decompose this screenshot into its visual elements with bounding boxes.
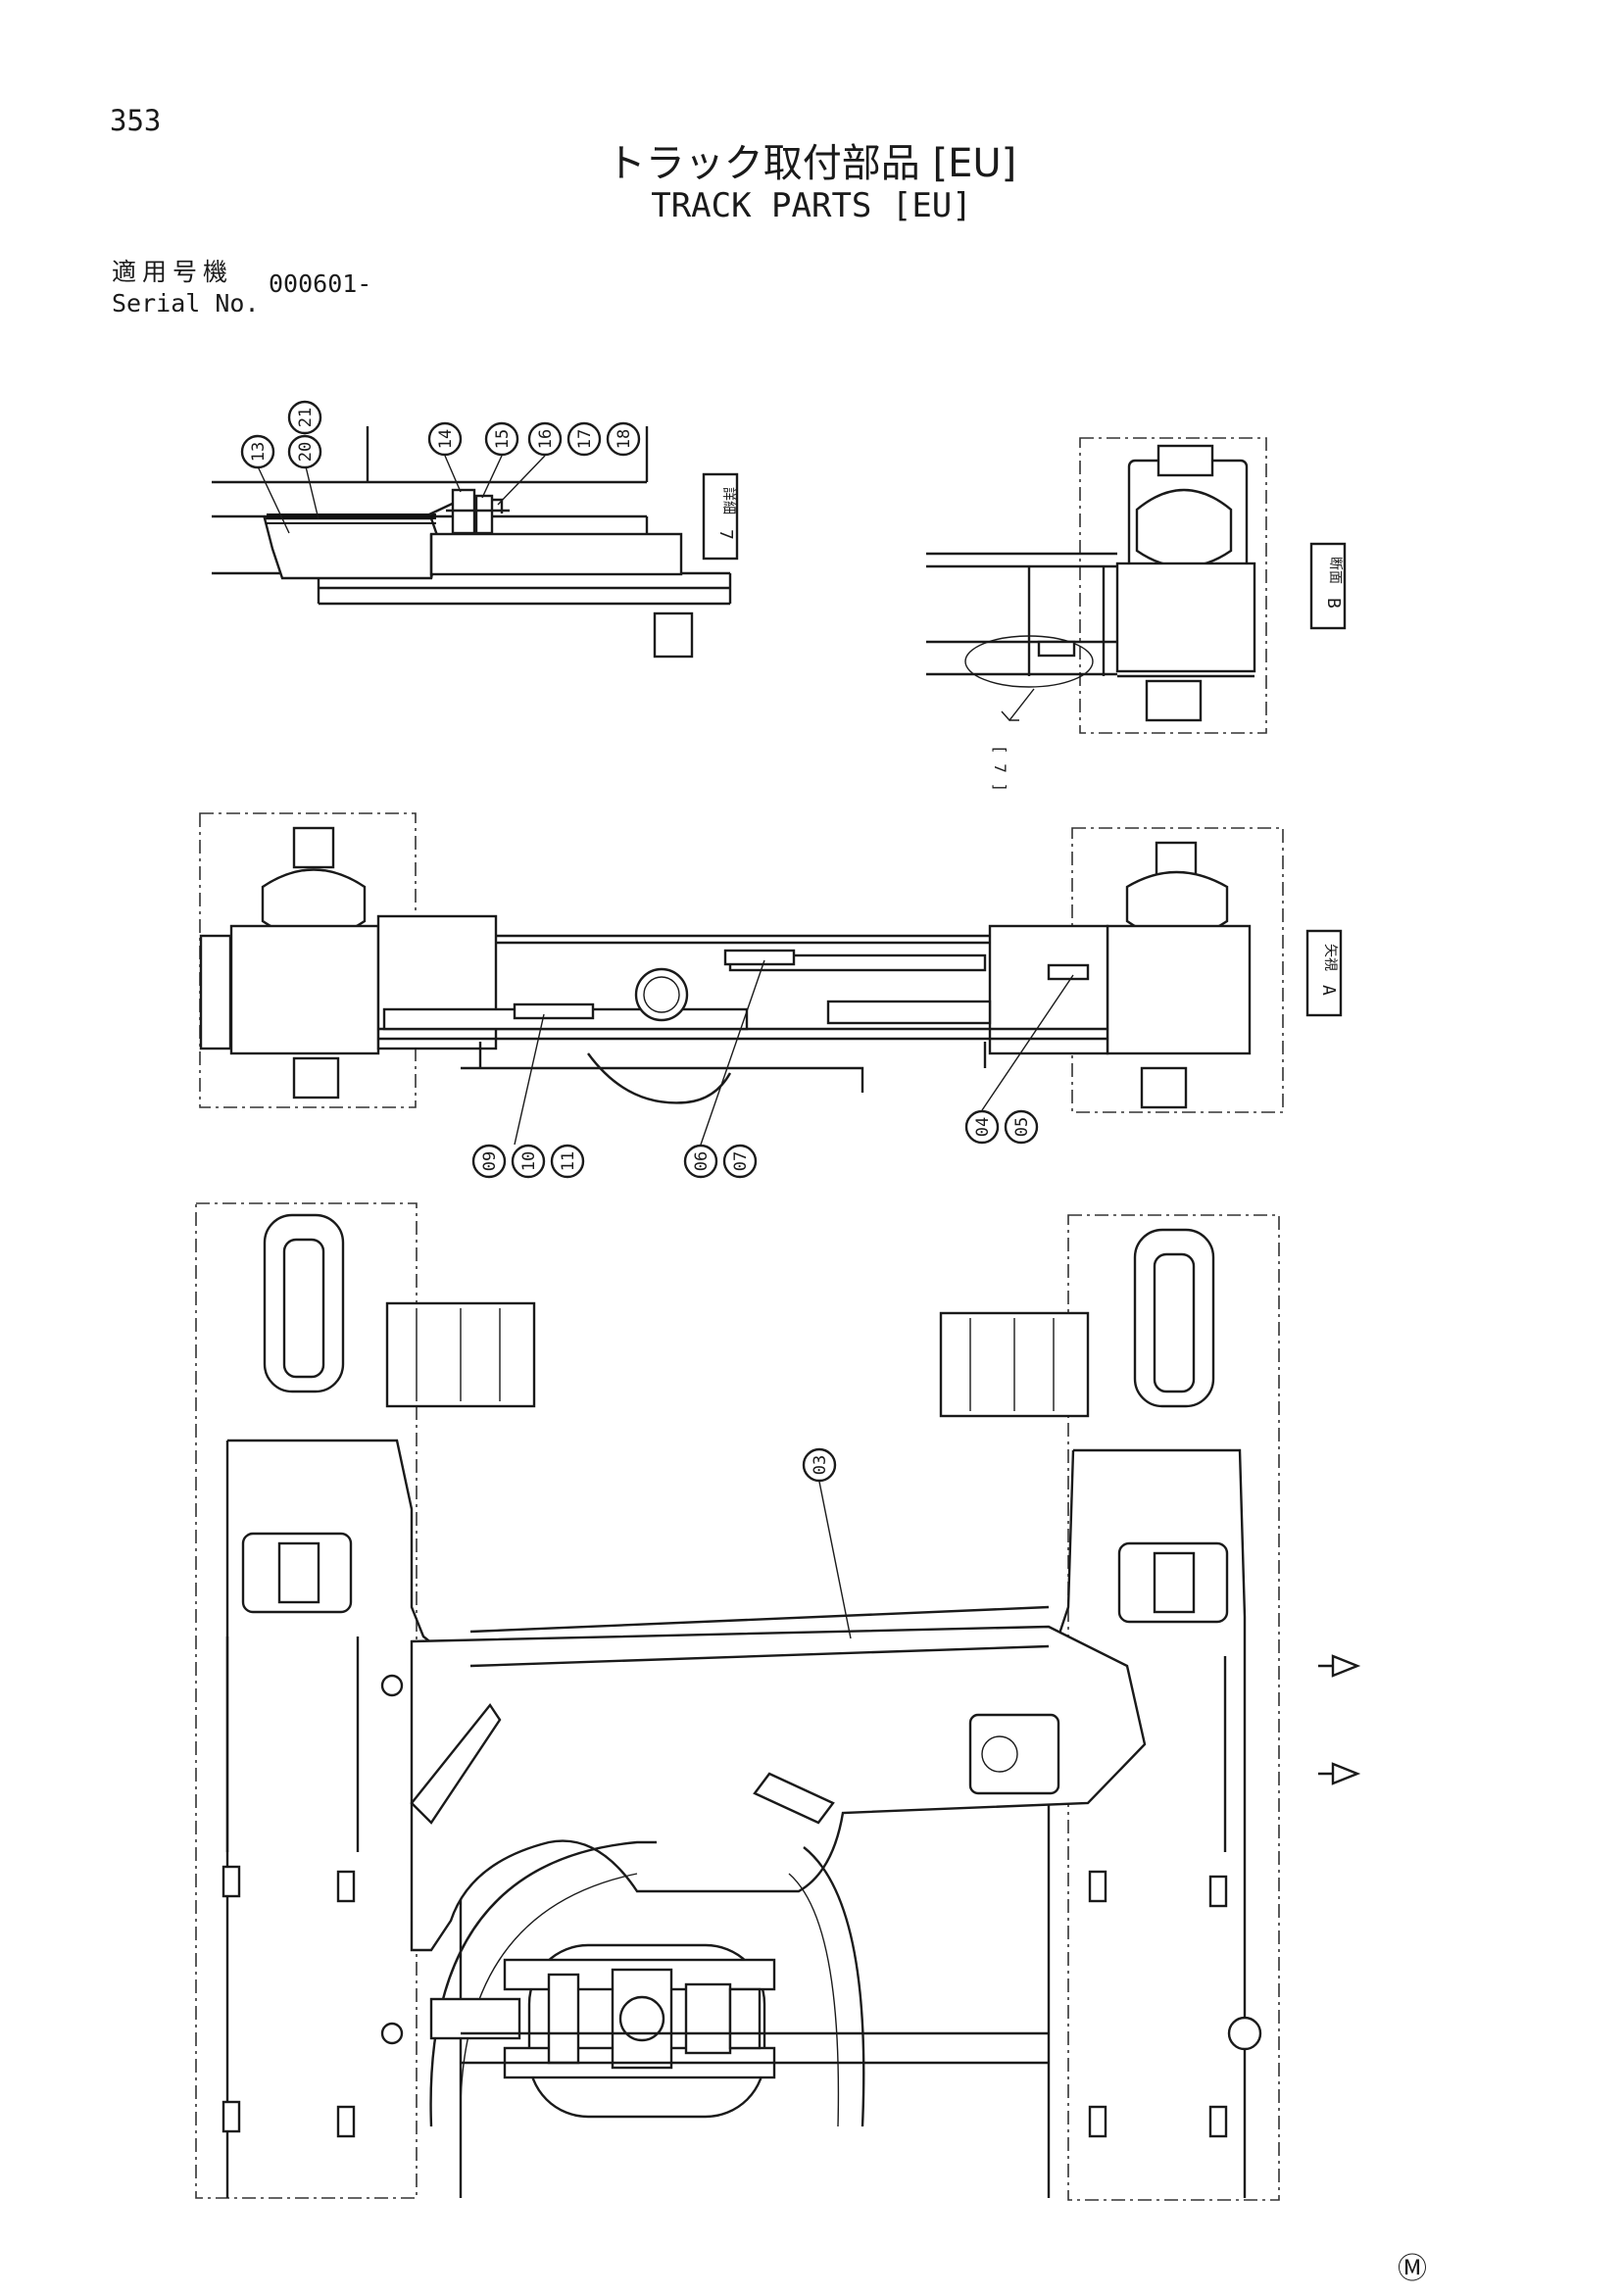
- svg-text:11: 11: [559, 1151, 578, 1171]
- callout-13: 13: [240, 434, 275, 469]
- section-view-a: 矢視 A: [199, 812, 1343, 1146]
- callout-14: 14: [427, 421, 463, 457]
- svg-text:16: 16: [536, 429, 556, 449]
- callout-21: 21: [287, 400, 322, 435]
- section-b-label-jp: 断面: [1327, 557, 1343, 584]
- serial-number-value: 000601-: [269, 269, 372, 298]
- serial-label-japanese: 適用号機: [112, 258, 234, 286]
- callout-11: 11: [550, 1144, 585, 1179]
- page-title-japanese: トラック取付部品 [EU]: [606, 141, 1017, 186]
- svg-text:20: 20: [296, 442, 316, 462]
- callout-16: 16: [527, 421, 563, 457]
- svg-text:14: 14: [436, 429, 456, 449]
- svg-text:05: 05: [1012, 1117, 1032, 1137]
- svg-text:10: 10: [519, 1151, 539, 1171]
- callout-10: 10: [511, 1144, 546, 1179]
- detail-label-jp: 詳細: [720, 487, 736, 514]
- svg-text:09: 09: [480, 1151, 500, 1171]
- callout-04: 04: [964, 1109, 1000, 1145]
- svg-text:21: 21: [296, 408, 316, 427]
- svg-text:17: 17: [575, 429, 595, 449]
- callout-20: 20: [287, 434, 322, 469]
- detail-label-id: 7: [715, 529, 736, 540]
- callout-06: 06: [683, 1144, 718, 1179]
- svg-text:07: 07: [731, 1151, 751, 1171]
- svg-text:03: 03: [811, 1455, 830, 1475]
- section-b-label-id: B: [1323, 598, 1344, 609]
- svg-text:04: 04: [973, 1117, 993, 1137]
- page-title-english: TRACK PARTS [EU]: [651, 186, 972, 225]
- detail-ref-7: [ 7 ]: [991, 745, 1009, 792]
- manual-mark: Ⓜ: [1398, 2252, 1427, 2286]
- section-a-label-jp: 矢視: [1322, 944, 1338, 971]
- callout-07: 07: [722, 1144, 758, 1179]
- callout-09: 09: [471, 1144, 507, 1179]
- page-number: 353: [110, 104, 162, 137]
- serial-label-english: Serial No.: [112, 289, 260, 318]
- svg-text:06: 06: [692, 1151, 712, 1171]
- callout-15: 15: [484, 421, 519, 457]
- detail-view-7: 詳細 7: [212, 426, 739, 659]
- callout-05: 05: [1004, 1109, 1039, 1145]
- plan-view: [195, 1202, 1361, 2201]
- callout-18: 18: [606, 421, 641, 457]
- callout-03: 03: [802, 1447, 837, 1483]
- section-view-b: [ 7 ] 断面 B: [926, 437, 1347, 792]
- svg-text:18: 18: [615, 429, 634, 449]
- svg-text:13: 13: [249, 442, 269, 462]
- callout-17: 17: [566, 421, 602, 457]
- section-a-label-id: A: [1318, 985, 1339, 996]
- svg-text:15: 15: [493, 429, 513, 449]
